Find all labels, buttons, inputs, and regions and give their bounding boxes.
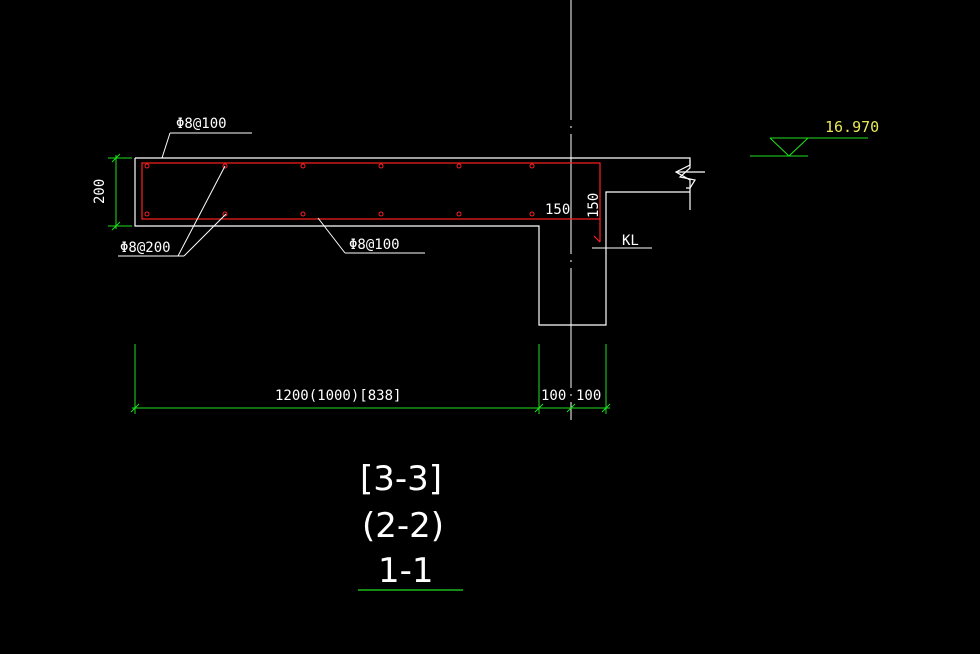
leader-top <box>161 132 171 159</box>
leader-dist-2 <box>183 213 227 257</box>
rebar-hook <box>593 235 601 243</box>
section-title-2-2: (2-2) <box>362 506 444 546</box>
slab-lower-outline <box>134 158 690 326</box>
dim-h-tick-left <box>130 403 140 413</box>
dim-h-tick-axis <box>566 403 576 413</box>
label-thickness: 200 <box>92 179 108 204</box>
dim-v-tick-bottom <box>111 221 121 231</box>
label-rebar-dist: Φ8@200 <box>120 240 171 256</box>
leader-bottom <box>317 217 346 254</box>
section-title-1-1: 1-1 <box>378 551 434 591</box>
dim-v-tick-top <box>111 153 121 163</box>
label-cover-h: 150 <box>545 202 570 218</box>
elevation-triangle <box>769 137 809 157</box>
rebar-dot <box>456 211 462 217</box>
rebar-dot <box>378 211 384 217</box>
rebar-dot <box>378 163 384 169</box>
rebar-dot <box>529 211 535 217</box>
section-title-3-3: [3-3] <box>360 459 442 499</box>
label-rebar-bottom: Φ8@100 <box>349 237 400 253</box>
rebar-dot <box>144 163 150 169</box>
label-cover-v: 150 <box>586 193 602 218</box>
leader-dist-1 <box>177 165 226 257</box>
label-beam-kl: KL <box>622 233 639 249</box>
rebar-dot <box>300 163 306 169</box>
dim-h-tick-right <box>601 403 611 413</box>
label-span: 1200(1000)[838] <box>275 388 401 404</box>
label-dim-100-left: 100 <box>541 388 566 404</box>
label-elevation: 16.970 <box>825 118 879 136</box>
rebar-cage <box>141 162 601 220</box>
dim-h-tick-mid <box>534 403 544 413</box>
rebar-dot <box>222 211 228 217</box>
rebar-dots <box>144 163 535 217</box>
rebar-dot <box>529 163 535 169</box>
label-dim-100-right: 100 <box>576 388 601 404</box>
label-rebar-top: Φ8@100 <box>176 116 227 132</box>
rebar-dot <box>144 211 150 217</box>
rebar-dot <box>300 211 306 217</box>
rebar-dot <box>222 163 228 169</box>
rebar-dot <box>456 163 462 169</box>
